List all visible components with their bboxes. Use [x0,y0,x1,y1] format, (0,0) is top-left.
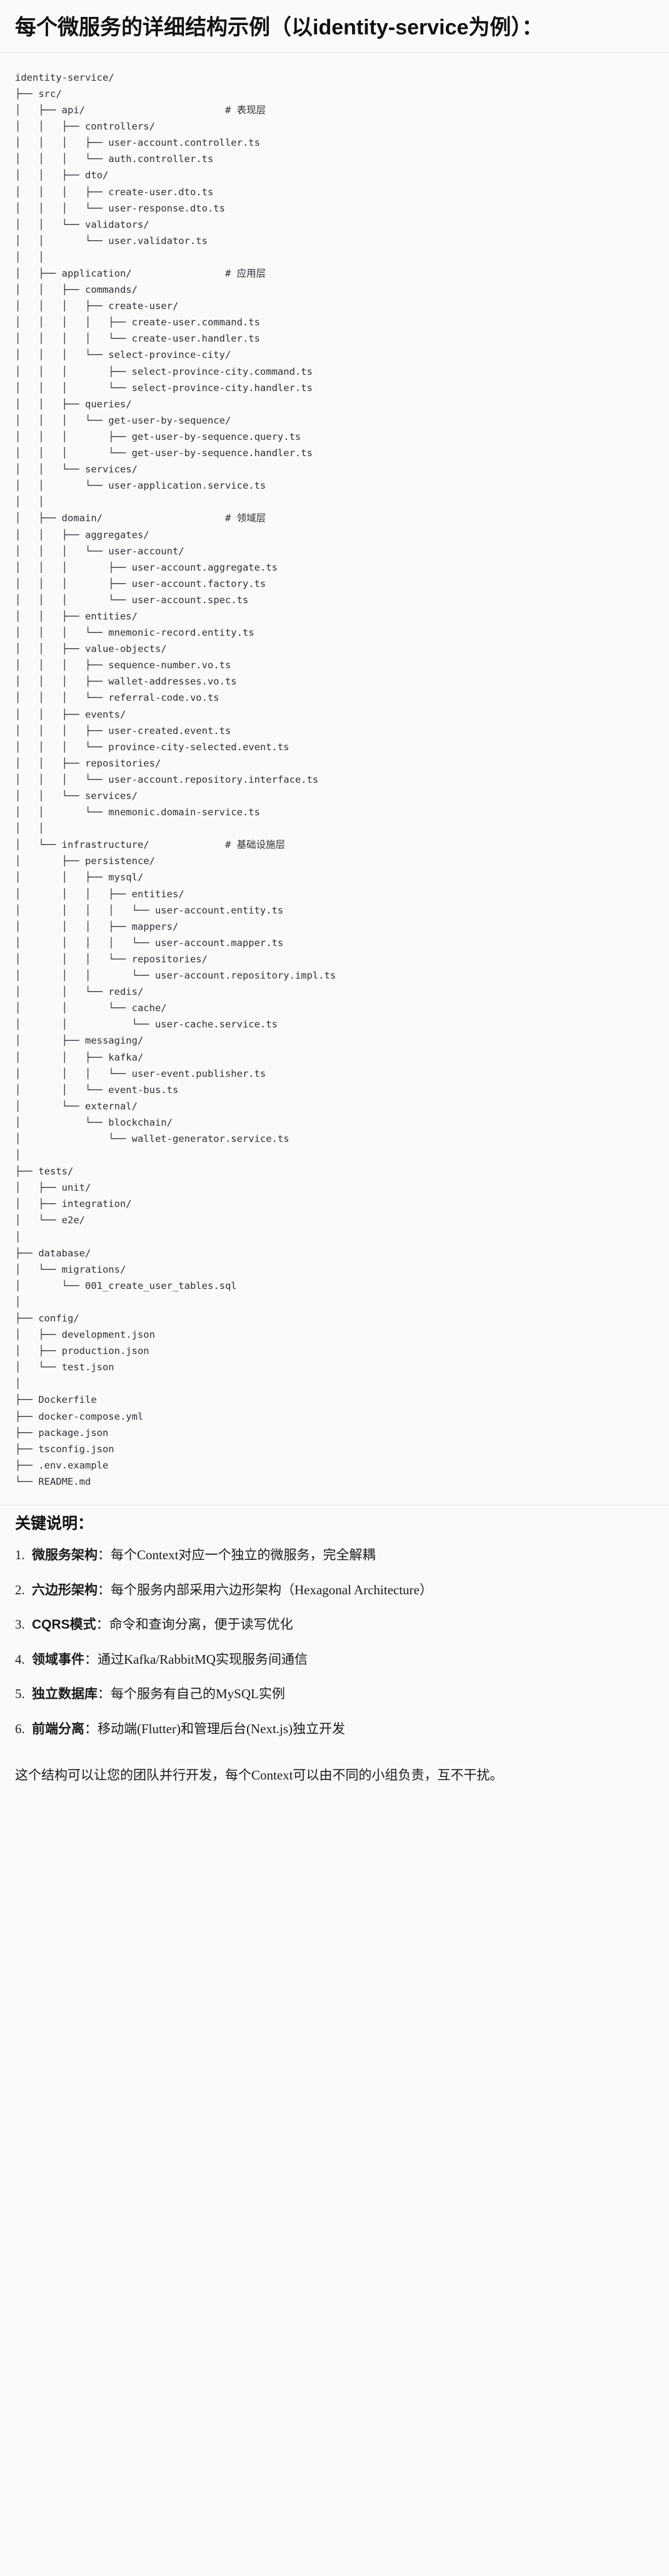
note-term: CQRS模式 [32,1617,96,1632]
key-notes-list: 微服务架构：每个Context对应一个独立的微服务，完全解耦 六边形架构：每个服… [15,1545,654,1740]
note-separator: ： [84,1721,98,1737]
list-item: 领域事件：通过Kafka/RabbitMQ实现服务间通信 [15,1649,654,1671]
closing-paragraph: 这个结构可以让您的团队并行开发，每个Context可以由不同的小组负责，互不干扰… [15,1767,503,1783]
list-item: 六边形架构：每个服务内部采用六边形架构（Hexagonal Architectu… [15,1580,654,1601]
note-description: 命令和查询分离，便于读写优化 [109,1617,293,1632]
note-separator: ： [96,1617,109,1632]
note-separator: ： [98,1582,111,1597]
note-description: 每个服务有自己的MySQL实例 [111,1686,285,1702]
note-separator: ： [84,1651,98,1667]
page-title: 每个微服务的详细结构示例（以identity-service为例）： [15,16,543,39]
directory-tree-block: identity-service/ ├── src/ │ ├── api/ # … [0,53,669,1505]
note-term: 领域事件 [32,1652,84,1667]
note-term: 六边形架构 [32,1582,98,1597]
key-notes-section: 关键说明： 微服务架构：每个Context对应一个独立的微服务，完全解耦 六边形… [0,1505,669,1759]
document-page: 每个微服务的详细结构示例（以identity-service为例）： ident… [0,0,669,1786]
note-description: 每个服务内部采用六边形架构（Hexagonal Architecture） [111,1582,433,1597]
list-item: 独立数据库：每个服务有自己的MySQL实例 [15,1684,654,1705]
note-description: 每个Context对应一个独立的微服务，完全解耦 [111,1547,376,1563]
note-separator: ： [98,1547,111,1563]
list-item: 微服务架构：每个Context对应一个独立的微服务，完全解耦 [15,1545,654,1566]
note-term: 微服务架构 [32,1548,98,1563]
note-description: 移动端(Flutter)和管理后台(Next.js)独立开发 [98,1721,346,1737]
note-term: 独立数据库 [32,1687,98,1702]
note-description: 通过Kafka/RabbitMQ实现服务间通信 [98,1651,308,1667]
list-item: 前端分离：移动端(Flutter)和管理后台(Next.js)独立开发 [15,1719,654,1740]
key-notes-title: 关键说明： [15,1515,94,1533]
note-term: 前端分离 [32,1722,84,1737]
list-item: CQRS模式：命令和查询分离，便于读写优化 [15,1614,654,1636]
directory-tree: identity-service/ ├── src/ │ ├── api/ # … [15,71,336,1487]
note-separator: ： [98,1686,111,1702]
